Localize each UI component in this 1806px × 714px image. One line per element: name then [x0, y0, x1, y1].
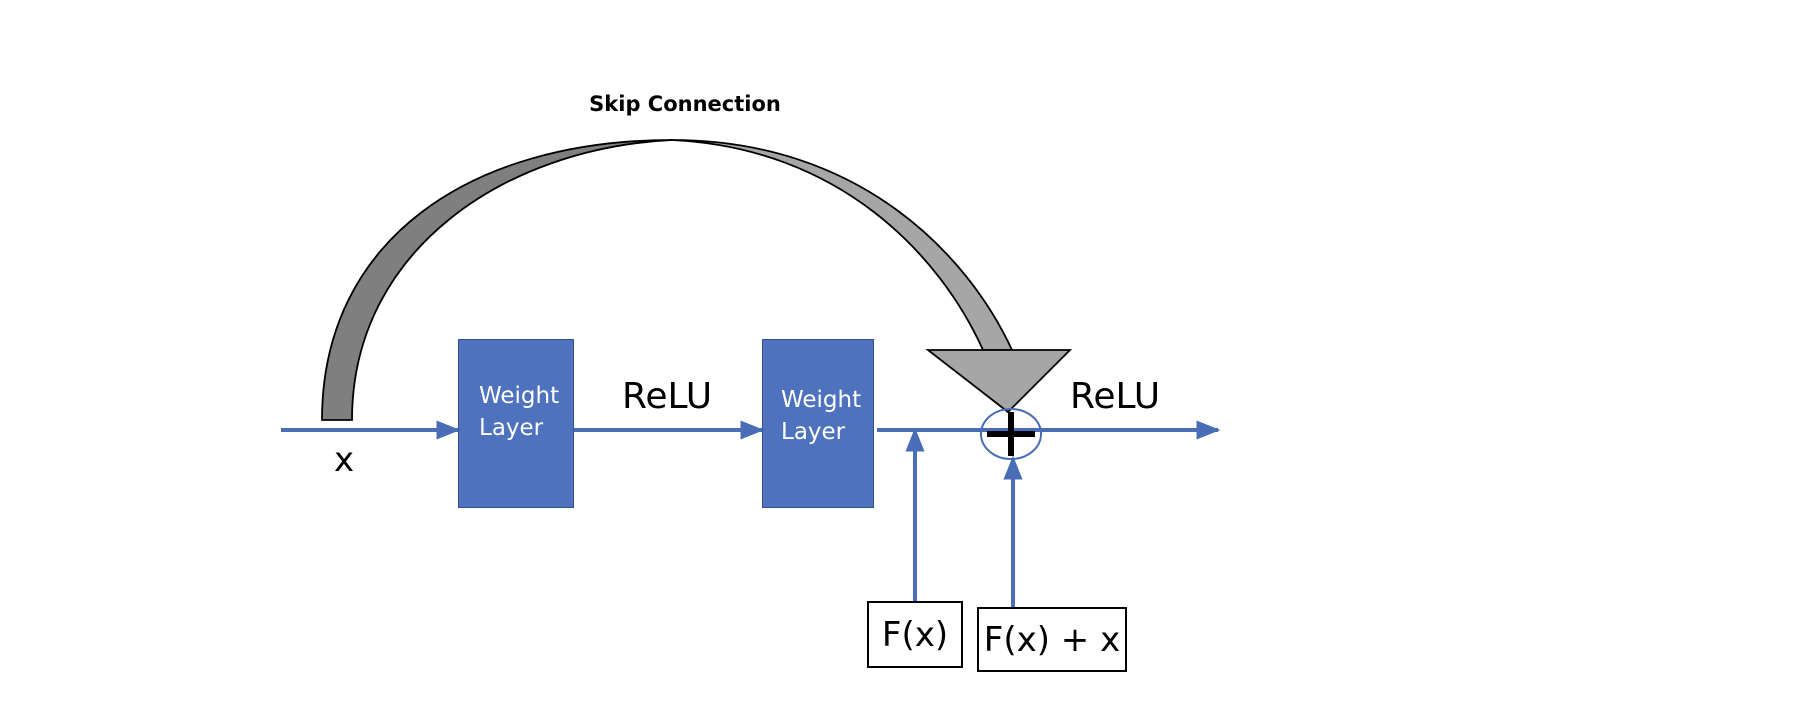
input-x-label: x: [334, 440, 355, 480]
relu-label-2: ReLU: [1070, 376, 1161, 417]
flow-lines: [281, 420, 1221, 607]
adder-circle-plus-icon: [980, 408, 1042, 460]
residual-fx-label: F(x): [881, 614, 949, 655]
weight-layer-1-label: Weight Layer: [479, 383, 560, 441]
weight-layer-1: Weight Layer: [458, 339, 574, 508]
diagram-title: Skip Connection: [589, 92, 781, 116]
skip-connection-arrow-icon: [321, 139, 1073, 421]
sum-fx-plus-x-box: F(x) + x: [977, 607, 1127, 672]
sum-fx-plus-x-label: F(x) + x: [983, 619, 1121, 660]
weight-layer-2: Weight Layer: [762, 339, 874, 508]
residual-fx-box: F(x): [867, 601, 963, 668]
weight-layer-2-label: Weight Layer: [781, 387, 862, 445]
relu-label-1: ReLU: [622, 376, 713, 417]
